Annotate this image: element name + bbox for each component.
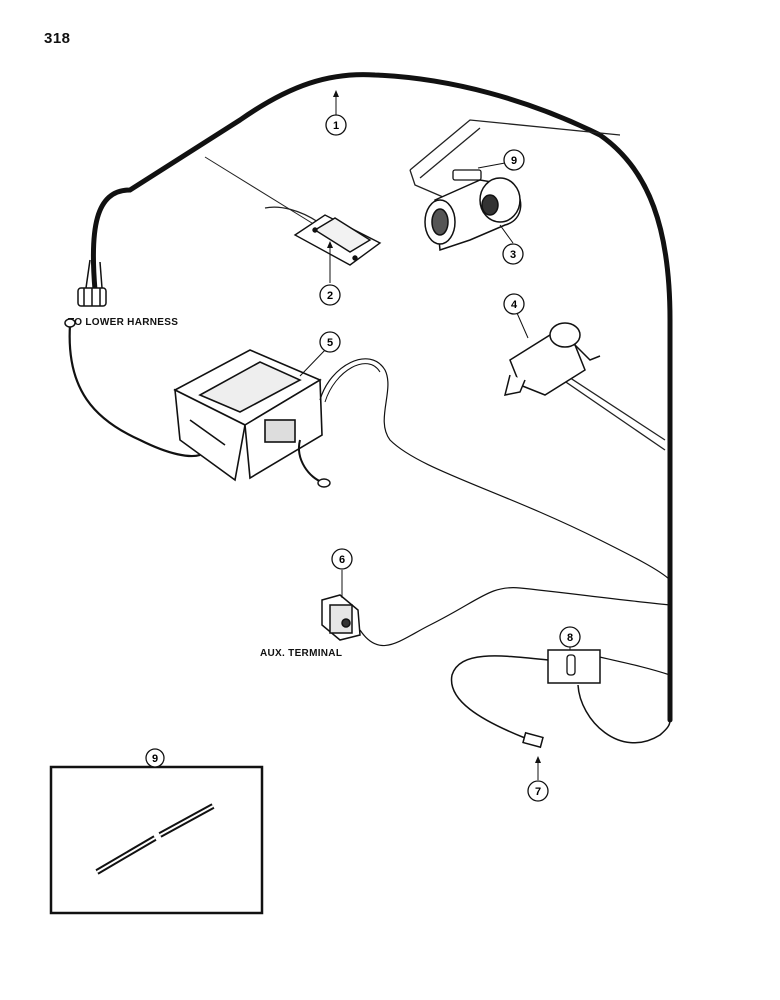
wiper-motor xyxy=(503,322,601,396)
inset-box xyxy=(49,765,264,915)
callout-8: 8 xyxy=(559,626,581,648)
svg-text:2: 2 xyxy=(327,290,333,302)
aux-terminal-label: AUX. TERMINAL xyxy=(260,648,343,659)
callout-4: 4 xyxy=(503,293,525,315)
callout-9-box: 9 xyxy=(145,748,165,768)
ground-terminal xyxy=(64,318,76,328)
callout-7: 7 xyxy=(527,780,549,802)
svg-text:5: 5 xyxy=(327,337,333,349)
svg-text:7: 7 xyxy=(535,786,541,798)
heater-unit xyxy=(173,349,323,482)
connector-7 xyxy=(522,731,544,749)
aux-wire xyxy=(359,587,671,647)
switch-lead-wire xyxy=(204,156,321,229)
bracket-9-top xyxy=(452,169,482,181)
switch-lead-wire-2 xyxy=(264,206,319,223)
heater-wire xyxy=(319,358,671,581)
ground-wire xyxy=(68,324,201,458)
svg-text:9: 9 xyxy=(511,155,517,167)
aux-terminal-component xyxy=(321,594,361,641)
blower-fan xyxy=(424,177,522,252)
callout-5: 5 xyxy=(319,331,341,353)
callout-6: 6 xyxy=(331,548,353,570)
svg-text:9: 9 xyxy=(152,753,158,765)
svg-text:6: 6 xyxy=(339,554,345,566)
fuse-icon xyxy=(566,654,576,676)
callout-3: 3 xyxy=(502,243,524,265)
arrowheads xyxy=(327,90,541,763)
svg-text:1: 1 xyxy=(333,120,339,132)
page-number: 318 xyxy=(44,30,71,47)
svg-text:3: 3 xyxy=(510,249,516,261)
svg-text:8: 8 xyxy=(567,632,573,644)
main-harness-wire xyxy=(90,72,673,723)
fuse-wire xyxy=(450,655,549,739)
callout-1: 1 xyxy=(325,114,347,136)
harness-connector xyxy=(77,259,107,307)
switch-component xyxy=(293,214,382,266)
cab-roof-outline xyxy=(409,119,666,451)
rod-part xyxy=(95,803,215,875)
callout-2: 2 xyxy=(319,284,341,306)
to-lower-harness-label: TO LOWER HARNESS xyxy=(68,317,179,328)
callout-9-top: 9 xyxy=(503,149,525,171)
svg-text:4: 4 xyxy=(511,299,518,311)
